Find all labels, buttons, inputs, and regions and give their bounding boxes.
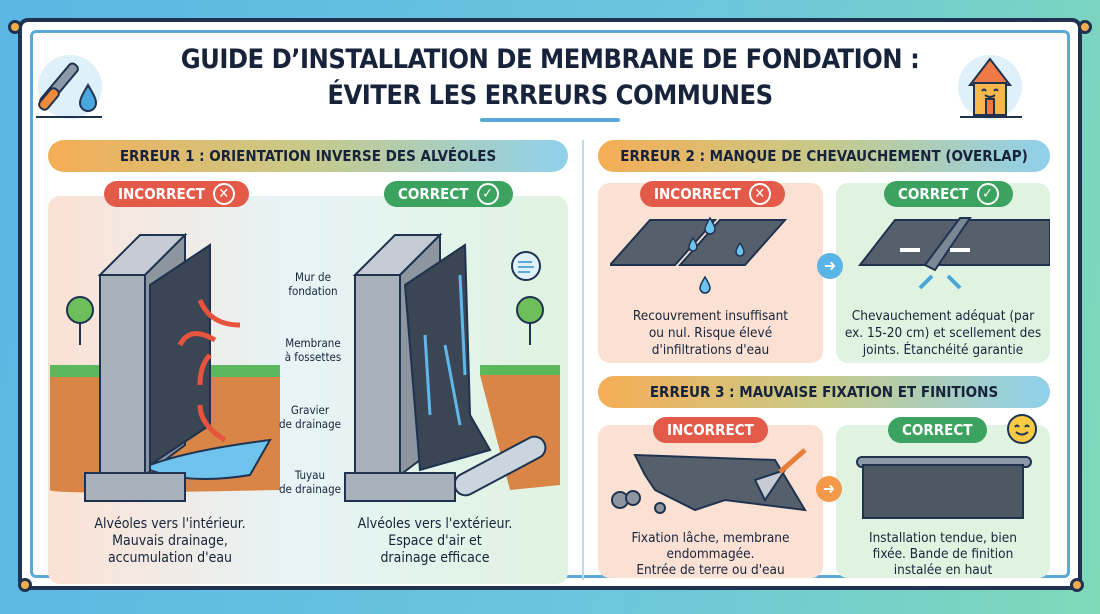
x-icon: ✕ [748,183,771,205]
taut-membrane-illustration [856,456,1032,519]
erreur1-header: ERREUR 1 : ORIENTATION INVERSE DES ALVÉO… [48,140,568,172]
x-icon: ✕ [212,183,235,205]
correct-wall-illustration [344,232,560,502]
erreur1-incorrect-label: INCORRECT✕ [104,181,249,207]
check-icon: ✓ [976,183,999,205]
incorrect-wall-illustration [50,232,280,502]
smiley-icon [1007,414,1037,444]
erreur2-incorrect-card [598,183,823,363]
erreur2-header: ERREUR 2 : MANQUE DE CHEVAUCHEMENT (OVER… [598,140,1050,172]
erreur2-incorrect-label: INCORRECT✕ [640,181,785,207]
erreur1-correct-label: CORRECT✓ [384,181,513,207]
erreur2-correct-card [836,183,1050,363]
corner-dot [1078,20,1092,34]
corner-dot [8,20,22,34]
gap-membrane-illustration [610,216,788,294]
corner-dot [1070,578,1084,592]
erreur2-correct-label: CORRECT✓ [884,181,1013,207]
wrench-water-drop-icon [36,55,102,119]
erreur1-incorrect-caption: Alvéoles vers l'intérieur.Mauvais draina… [94,516,246,566]
page-title-line2: ÉVITER LES ERREURS COMMUNES [327,80,773,111]
overlap-membrane-illustration [857,217,1050,290]
section-divider [582,140,584,580]
erreur3-incorrect-label: INCORRECT [653,417,768,443]
check-icon: ✓ [476,183,499,205]
erreur3-header: ERREUR 3 : MAUVAISE FIXATION ET FINITION… [598,376,1050,408]
page-title-line1: GUIDE D’INSTALLATION DE MEMBRANE DE FOND… [180,44,920,75]
damaged-membrane-trowel-illustration [611,448,807,514]
arrow-right-icon: ➜ [816,476,842,502]
erreur1-correct-caption: Alvéoles vers l'extérieur.Espace d'air e… [357,516,513,566]
erreur3-correct-label: CORRECT [888,417,987,443]
title-underline [480,118,620,122]
airflow-icon [511,251,541,281]
arrow-right-icon: ➜ [817,253,843,279]
corner-dot [18,578,32,592]
smiling-house-icon [958,55,1022,119]
